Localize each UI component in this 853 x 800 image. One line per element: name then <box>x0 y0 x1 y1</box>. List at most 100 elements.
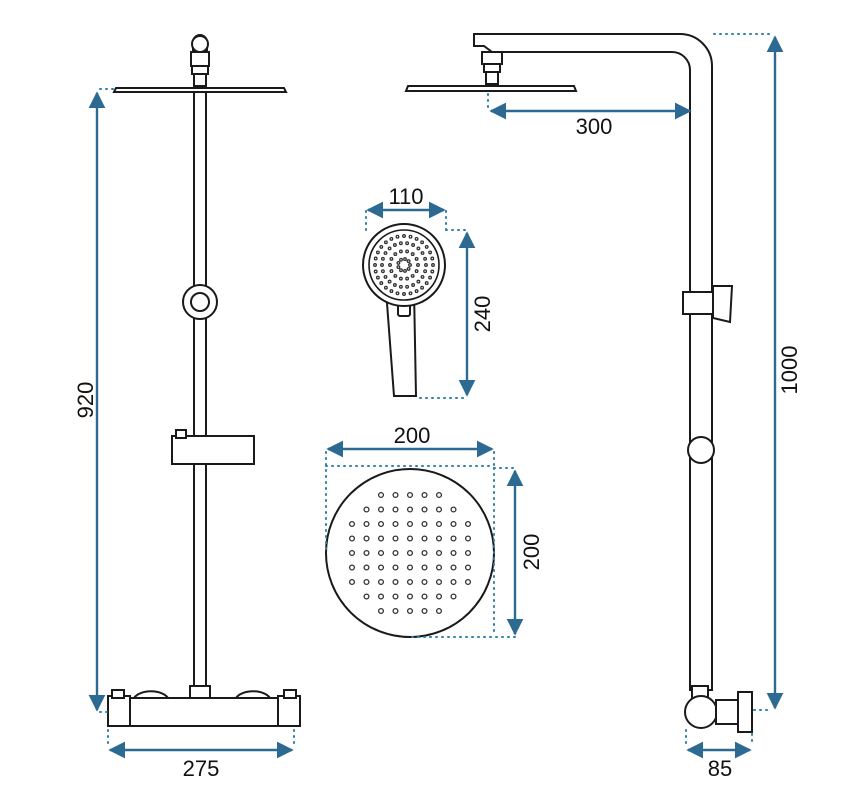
rain-nozzle <box>406 593 414 600</box>
front-mixer-outlet <box>189 685 211 699</box>
hand-nozzle <box>406 259 411 264</box>
rain-nozzle <box>392 549 399 557</box>
hand-nozzle <box>398 284 403 289</box>
hand-nozzle <box>420 251 425 256</box>
rain-nozzle <box>406 578 414 586</box>
width-200-label: 200 <box>394 423 431 448</box>
hand-nozzle <box>398 241 403 246</box>
rain-nozzle <box>377 549 385 557</box>
hand-nozzle <box>428 275 433 280</box>
hand-nozzle <box>416 263 420 267</box>
hand-shower-dimensions: 110 240 <box>365 184 495 399</box>
side-head-swivel <box>483 63 501 73</box>
rain-nozzle <box>464 549 472 557</box>
rain-nozzle <box>464 535 472 542</box>
hand-nozzle <box>395 291 400 296</box>
hand-nozzle <box>423 269 428 274</box>
rain-nozzle <box>377 564 385 571</box>
rain-head-top-view <box>325 468 495 638</box>
hand-shower-face <box>368 229 440 301</box>
height-1000-label: 1000 <box>777 346 802 395</box>
rain-nozzle <box>377 593 385 600</box>
hand-nozzle <box>392 243 397 247</box>
hand-nozzle <box>380 269 385 274</box>
hand-nozzle <box>375 275 380 280</box>
hand-nozzle <box>416 246 421 251</box>
hand-nozzle <box>430 256 435 261</box>
arm-300-label: 300 <box>576 114 613 139</box>
hand-nozzle <box>403 257 407 262</box>
hand-nozzle <box>396 265 401 270</box>
rain-nozzle <box>363 506 370 513</box>
rain-nozzle <box>435 578 443 586</box>
rain-head-nozzles <box>348 491 472 615</box>
hand-nozzle <box>410 273 415 278</box>
depth-85-label: 85 <box>708 756 732 781</box>
side-holder-clip <box>712 285 734 324</box>
front-riser-pipe <box>193 91 207 689</box>
hand-nozzle <box>379 281 384 286</box>
rain-nozzle <box>392 520 399 528</box>
hand-nozzle <box>405 241 410 246</box>
hand-nozzle <box>405 284 410 289</box>
hand-nozzle <box>379 244 384 249</box>
rain-nozzle <box>435 506 443 513</box>
hand-nozzle <box>414 289 419 294</box>
hand-nozzle <box>430 269 435 274</box>
front-head-neck <box>193 73 207 87</box>
front-mixer-knob-left <box>132 690 170 699</box>
rain-nozzle <box>435 520 443 528</box>
side-holder-block <box>682 291 714 315</box>
rain-nozzle <box>363 578 370 586</box>
hand-nozzle <box>406 266 411 271</box>
hand-nozzle <box>392 283 397 287</box>
rain-nozzle <box>406 564 414 571</box>
rain-nozzle <box>421 578 428 586</box>
front-head-swivel <box>191 65 209 75</box>
rain-nozzle <box>392 506 399 513</box>
side-rain-head <box>404 85 578 92</box>
rain-nozzle <box>464 578 472 586</box>
hand-nozzle <box>411 283 416 287</box>
hand-nozzle <box>424 244 429 249</box>
hand-nozzle <box>411 243 416 247</box>
rain-nozzle <box>450 506 457 513</box>
hand-nozzle <box>389 256 394 261</box>
width-110-label: 110 <box>388 184 423 209</box>
rain-nozzle <box>406 535 414 542</box>
rain-nozzle <box>421 607 428 615</box>
width-275-label: 275 <box>183 756 220 781</box>
hand-nozzle <box>428 250 433 255</box>
rain-nozzle <box>450 535 457 542</box>
rain-nozzle <box>450 593 457 600</box>
hand-nozzle <box>387 246 392 251</box>
hand-nozzle <box>393 252 398 257</box>
front-mixer-end-left-cap <box>111 689 125 699</box>
hand-nozzle <box>414 236 419 241</box>
rain-nozzle <box>421 520 428 528</box>
rain-nozzle <box>377 506 385 513</box>
front-ring-holder-inner <box>190 292 210 312</box>
rain-nozzle <box>363 535 370 542</box>
hand-nozzle <box>424 263 428 267</box>
front-shelf-clip <box>175 429 187 439</box>
hand-nozzle <box>403 268 407 273</box>
hand-nozzle <box>380 256 385 261</box>
rain-nozzle <box>406 520 414 528</box>
rain-nozzle <box>363 520 370 528</box>
hand-nozzle <box>420 274 425 279</box>
rain-nozzle <box>392 491 399 499</box>
hand-shower-nozzles <box>373 234 435 296</box>
hand-nozzle <box>399 257 403 262</box>
rain-nozzle <box>406 491 414 499</box>
rain-nozzle <box>377 535 385 542</box>
hand-nozzle <box>383 251 388 256</box>
front-mixer-end-right <box>277 695 301 727</box>
side-mixer-body <box>684 695 718 729</box>
hand-nozzle <box>408 234 413 239</box>
hand-nozzle <box>416 279 421 284</box>
rain-nozzle <box>464 520 472 528</box>
rain-nozzle <box>377 578 385 586</box>
side-mixer-wall-connector <box>715 699 739 725</box>
